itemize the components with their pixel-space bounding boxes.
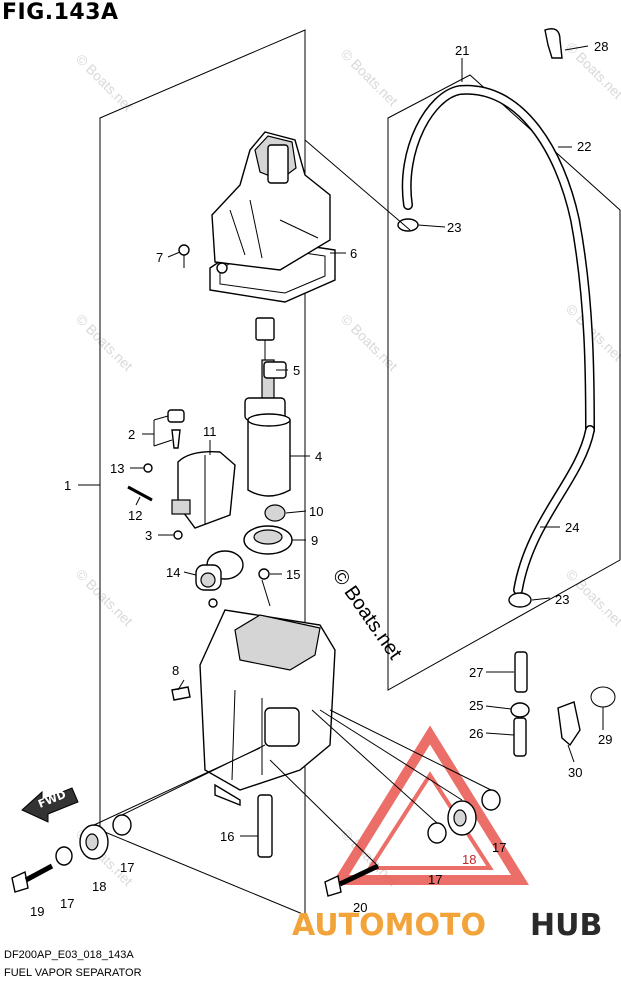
pipe-part-26 [513,717,527,757]
grommet-part-18-left [79,824,109,860]
label-part-12: 12 [128,508,142,523]
grommet-part-18-right [447,800,477,836]
fuel-pump-part-4 [244,397,291,497]
label-part-18-b: 18 [462,852,476,867]
label-part-11: 11 [203,424,217,439]
figure-code: DF200AP_E03_018_143A [4,949,134,961]
label-part-5: 5 [293,363,300,378]
watermarks: © Boats.net © Boats.net © Boats.net © Bo… [73,39,621,889]
bolt-part-20 [324,863,380,897]
watermark-1: © Boats.net [73,51,136,114]
label-part-3: 3 [145,528,152,543]
drain-screw-part-8 [171,686,191,701]
label-part-17-d: 17 [492,840,506,855]
label-part-8: 8 [172,663,179,678]
part-number-labels: 1 2 3 4 5 6 7 8 9 10 11 12 13 14 15 16 1… [30,39,612,919]
pipe-part-27 [514,651,528,693]
label-part-16: 16 [220,829,234,844]
clamp-part-23-top [397,218,419,232]
label-part-18-a: 18 [92,879,106,894]
label-part-17-b: 17 [60,896,74,911]
hose-assembly-frame [387,74,621,691]
watermark-3: © Boats.net [563,39,621,102]
watermark-2: © Boats.net [338,46,401,109]
label-part-28: 28 [594,39,608,54]
label-part-23-a: 23 [447,220,461,235]
bolt-part-19 [11,863,54,893]
automotohub-wordmark: AUTOMOTO HUB [292,908,602,943]
label-part-30: 30 [568,765,582,780]
label-part-23-b: 23 [555,592,569,607]
bracket-part-9 [243,525,293,555]
clip-part-28 [544,28,563,59]
leader-lines [78,45,604,867]
label-part-29: 29 [598,732,612,747]
label-part-20: 20 [353,900,367,915]
clip-part-30 [557,701,581,747]
clamp-part-29 [590,686,616,708]
float-chamber-body [199,609,336,807]
label-part-19: 19 [30,904,44,919]
pin-part-12 [127,485,153,502]
label-part-24: 24 [565,520,579,535]
brand-text-automoto: AUTOMOTO [292,908,486,943]
label-part-26: 26 [469,726,483,741]
watermark-4: © Boats.net [73,311,136,374]
copyright-notice: © Boats.net [328,565,406,664]
watermark-5: © Boats.net [338,311,401,374]
label-part-13: 13 [110,461,124,476]
screw-part-13 [143,463,153,473]
label-part-7: 7 [156,250,163,265]
seal-part-10 [264,504,286,522]
label-part-10: 10 [309,504,323,519]
label-part-14: 14 [166,565,180,580]
screw-part-15 [258,568,270,580]
connector-part-5 [255,317,287,406]
valve-part-2 [167,409,185,449]
label-part-22: 22 [577,139,591,154]
separator-cover [211,131,331,274]
washer-part-17-left-front [55,846,73,866]
watermark-7: © Boats.net [73,566,136,629]
label-part-25: 25 [469,698,483,713]
label-part-2: 2 [128,427,135,442]
grommet-part-17-left-rear [112,814,132,836]
clamp-part-25 [510,702,530,718]
float-part-11 [171,451,236,529]
clamp-part-23-bottom [508,592,532,608]
label-part-17-a: 17 [120,860,134,875]
label-part-1: 1 [64,478,71,493]
label-part-4: 4 [315,449,322,464]
brand-text-hub: HUB [530,908,602,943]
label-part-15: 15 [286,567,300,582]
label-part-9: 9 [311,533,318,548]
forward-direction-arrow: FWD [21,787,79,823]
pressure-regulator-part-14 [195,550,244,608]
label-part-17-c: 17 [428,872,442,887]
figure-name: FUEL VAPOR SEPARATOR [4,967,142,979]
label-part-21: 21 [455,43,469,58]
main-assembly-frame [99,29,306,916]
hose-part-22 [401,84,595,435]
screw-part-7 [178,244,190,268]
pipe-part-16 [257,794,273,858]
label-part-6: 6 [350,246,357,261]
label-part-27: 27 [469,665,483,680]
grommet-part-17-right-rear [481,789,501,811]
screw-part-3 [173,530,183,540]
figure-title: FIG.143A [2,0,119,25]
washer-part-17-right [427,822,447,844]
